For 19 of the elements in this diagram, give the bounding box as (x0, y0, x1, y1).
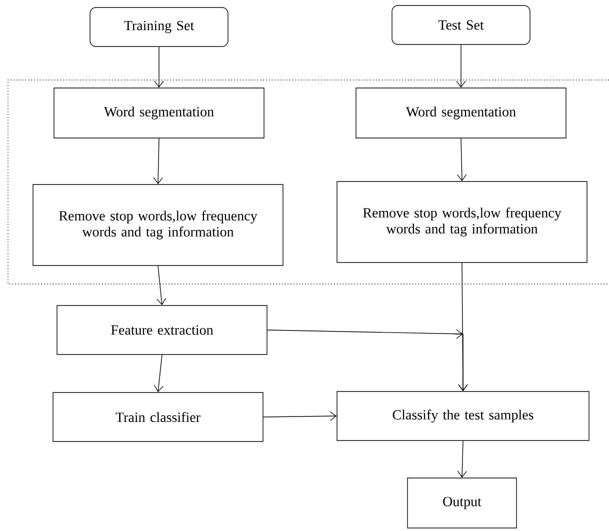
process-box: Output (407, 478, 517, 528)
arrow (457, 138, 467, 182)
process-box: Remove stop words,low frequency words and tag information (32, 184, 284, 266)
process-box: Feature extraction (56, 305, 268, 355)
arrow (153, 138, 163, 184)
start-box: Training Set (90, 7, 228, 47)
arrow (154, 354, 164, 392)
process-box: Remove stop words,low frequency words and tag information (336, 181, 588, 263)
process-box: Classify the test samples (336, 391, 590, 441)
process-box: Train classifier (52, 392, 264, 442)
start-box: Test Set (392, 5, 530, 45)
arrow (263, 411, 337, 421)
arrow (154, 46, 164, 88)
arrow (267, 329, 468, 392)
process-box: Word segmentation (54, 88, 264, 138)
arrow (456, 44, 466, 88)
arrow (156, 266, 166, 306)
process-box: Word segmentation (356, 88, 566, 138)
arrow (457, 440, 468, 478)
